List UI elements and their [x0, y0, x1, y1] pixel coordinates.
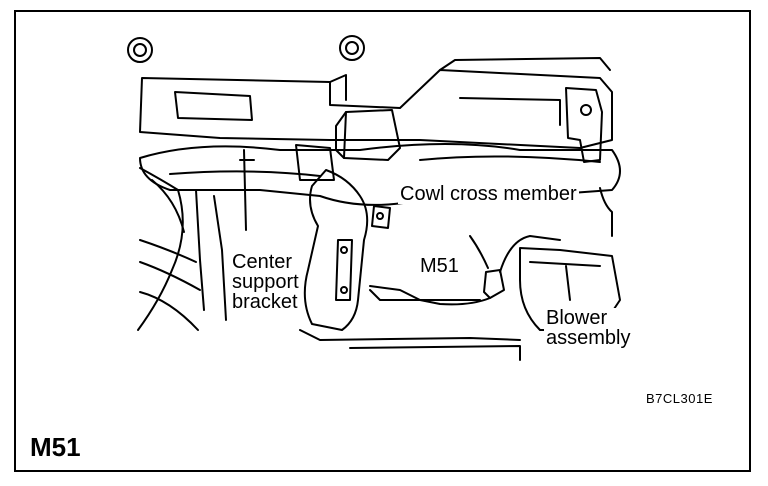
blower-label-line2: assembly [546, 327, 631, 349]
left-harness [137, 167, 184, 331]
grommet-right [339, 35, 365, 61]
grommet-left [127, 37, 153, 63]
cowl-cross-member-label: Cowl cross member [398, 183, 579, 205]
m51-label: M51 [418, 255, 461, 277]
figure-code: B7CL301E [646, 391, 713, 406]
relay-box [343, 109, 401, 161]
m51-connector [483, 269, 505, 299]
center-label-line3: bracket [232, 291, 298, 313]
blower-label-line1: Blower [546, 307, 608, 329]
center-support-bracket [303, 169, 369, 331]
blower-assembly-label: Blower assembly [544, 307, 633, 349]
center-label-line2: support [232, 271, 299, 293]
blower-assembly [519, 247, 621, 331]
center-support-bracket-label: Center support bracket [230, 252, 301, 312]
cowl-cross-member [139, 143, 621, 206]
dash-panel [139, 69, 613, 149]
figure-title: M51 [30, 432, 81, 462]
diagram-frame [14, 10, 751, 472]
center-label-line1: Center [232, 251, 293, 273]
